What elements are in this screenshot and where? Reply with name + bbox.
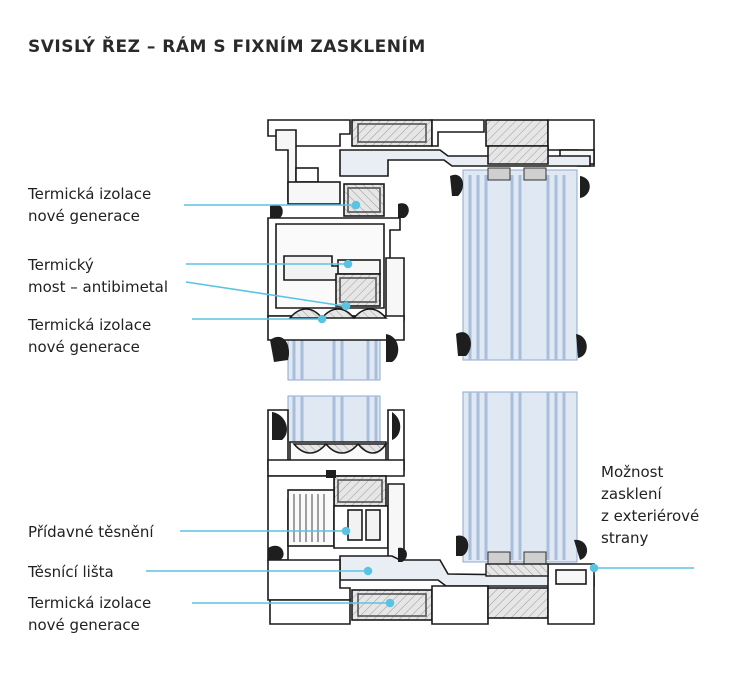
right-glazing-unit xyxy=(462,167,578,565)
top-gaskets xyxy=(270,174,590,358)
right-glass-sheets xyxy=(468,175,566,560)
label-termicky-most: Termický most – antibimetal xyxy=(28,256,169,296)
label-termicka-izolace-top: Termická izolace nové generace xyxy=(28,185,152,225)
leader-lines xyxy=(146,200,694,608)
right-glazing-bottom-packer xyxy=(485,563,549,577)
top-frame-profile xyxy=(267,119,595,217)
label-pridavne-tesneni: Přídavné těsnění xyxy=(28,523,154,541)
label-tesnici-lista: Těsnící lišta xyxy=(28,563,114,581)
bottom-gaskets xyxy=(268,470,588,562)
label-termicka-izolace-middle: Termická izolace nové generace xyxy=(28,316,152,356)
sash-upper-profile xyxy=(267,217,405,341)
sash-lower-profile xyxy=(267,409,405,507)
label-moznost-zaskleni: Možnost zasklení z exteriérové strany xyxy=(601,463,700,547)
sash-glazing-bead-bottom xyxy=(272,412,401,440)
sash-glazing-bead-top xyxy=(270,334,399,362)
bottom-frame-profile xyxy=(267,475,595,625)
sash-glazing-unit xyxy=(287,339,381,443)
leader-termicky-most-2 xyxy=(185,281,345,307)
label-termicka-izolace-bottom: Termická izolace nové generace xyxy=(28,594,152,634)
page-title: SVISLÝ ŘEZ – RÁM S FIXNÍM ZASKLENÍM xyxy=(28,37,426,57)
